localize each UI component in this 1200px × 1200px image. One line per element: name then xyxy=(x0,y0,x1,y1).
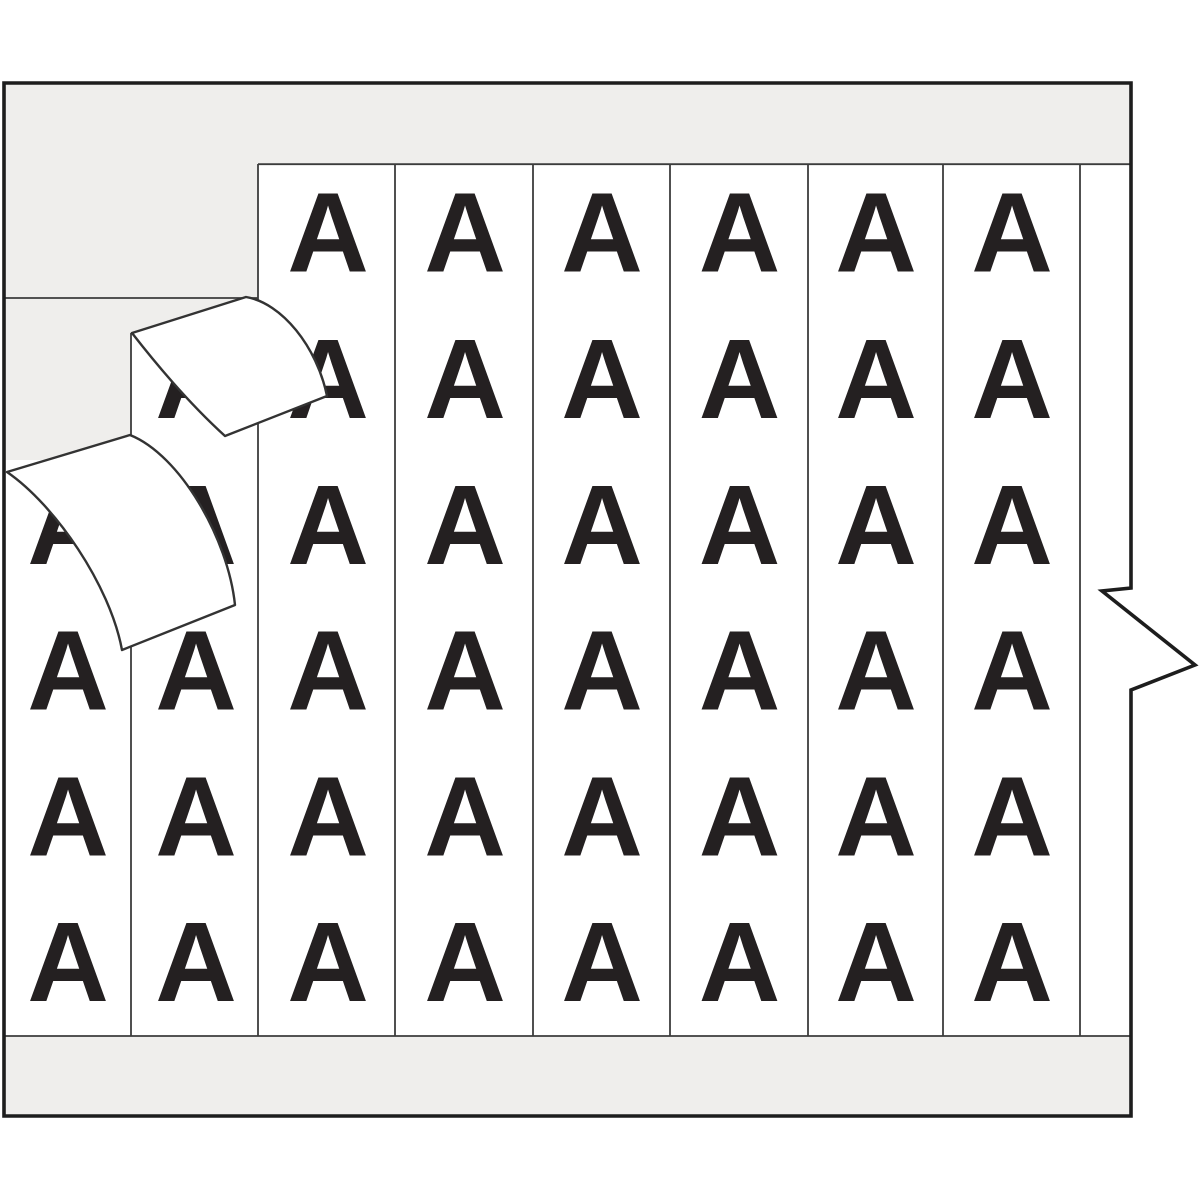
label-letter: A xyxy=(699,754,781,880)
peeled-labels xyxy=(5,295,329,652)
label-letter: A xyxy=(699,170,781,296)
label-letter: A xyxy=(561,170,643,296)
label-letter: A xyxy=(155,754,237,880)
label-letter: A xyxy=(424,316,506,442)
label-letter: A xyxy=(561,316,643,442)
label-letter: A xyxy=(27,754,109,880)
label-letter: A xyxy=(287,899,369,1025)
card-outline xyxy=(2,81,1199,1118)
label-letter: A xyxy=(424,608,506,734)
label-letter: A xyxy=(835,754,917,880)
label-letter: A xyxy=(835,608,917,734)
label-letter: A xyxy=(835,899,917,1025)
label-letter: A xyxy=(699,899,781,1025)
label-letter: A xyxy=(561,462,643,588)
label-letter: A xyxy=(971,316,1053,442)
label-letter: A xyxy=(424,170,506,296)
label-letter: A xyxy=(27,899,109,1025)
peeled-label-lower xyxy=(5,433,237,652)
label-strip xyxy=(258,163,1131,1036)
label-letter: A xyxy=(971,608,1053,734)
label-letter: A xyxy=(971,170,1053,296)
label-letter: A xyxy=(561,899,643,1025)
label-letter: A xyxy=(699,316,781,442)
pull-tab-arrow-icon xyxy=(1102,588,1195,690)
label-letter: A xyxy=(835,462,917,588)
label-letter: A xyxy=(424,462,506,588)
label-letter: A xyxy=(971,462,1053,588)
label-strips xyxy=(5,163,1131,1036)
peeled-label-upper xyxy=(130,295,329,438)
label-letter: A xyxy=(287,462,369,588)
label-letter: A xyxy=(287,170,369,296)
label-letter: A xyxy=(287,754,369,880)
label-letter: A xyxy=(424,899,506,1025)
label-letter: A xyxy=(287,608,369,734)
label-letter: A xyxy=(424,754,506,880)
label-letter: A xyxy=(971,754,1053,880)
label-letter: A xyxy=(27,608,109,734)
label-letter: A xyxy=(835,170,917,296)
label-letter: A xyxy=(835,316,917,442)
label-letter: A xyxy=(699,462,781,588)
label-letter: A xyxy=(561,754,643,880)
label-letter: A xyxy=(561,608,643,734)
label-letter: A xyxy=(699,608,781,734)
label-letter: A xyxy=(155,899,237,1025)
label-letter: A xyxy=(971,899,1053,1025)
